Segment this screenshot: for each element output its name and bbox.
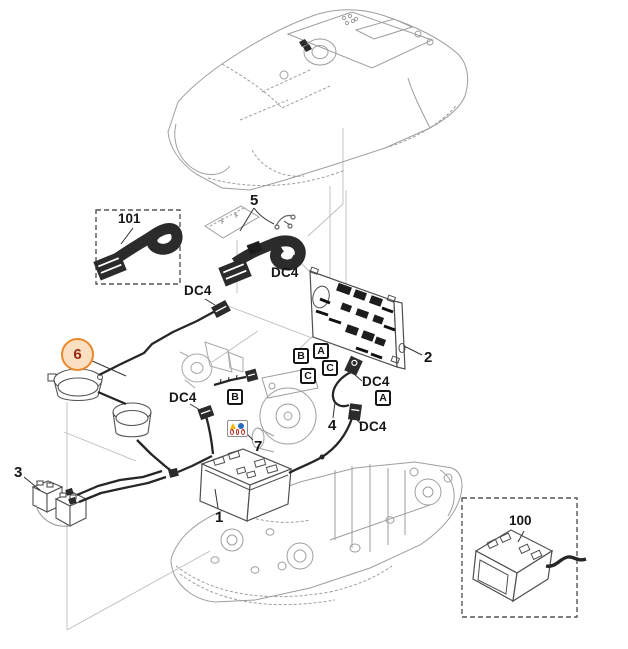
prohibition-icon — [230, 428, 234, 435]
position-box-a1: A — [313, 343, 329, 359]
battery-drawing — [199, 448, 293, 522]
part-label-7: 7 — [254, 438, 263, 455]
position-box-c1: C — [322, 360, 338, 376]
mainboard-drawing — [309, 266, 406, 370]
connector-label-dc4-hood: DC4 — [271, 265, 299, 280]
position-box-a2: A — [375, 390, 391, 406]
part-label-5: 5 — [250, 192, 259, 209]
part-label-101: 101 — [118, 211, 141, 226]
ribbon-cable-101 — [93, 223, 183, 281]
connector-label-dc4-left: DC4 — [169, 390, 197, 405]
sensor-left-drawing — [47, 368, 104, 402]
part-label-6: 6 — [73, 346, 82, 363]
prohibition-icon — [235, 428, 240, 435]
dashed-box-100 — [461, 497, 578, 618]
connector-label-dc4-top: DC4 — [184, 283, 212, 298]
cable-4-connectors — [344, 355, 363, 421]
prohibition-icon — [241, 428, 246, 435]
wiring-harness — [76, 307, 354, 504]
harness-connectors — [65, 299, 325, 505]
mowing-motor-drawing — [251, 367, 319, 453]
connector-label-dc4-bottom: DC4 — [359, 419, 387, 434]
part-label-4: 4 — [328, 417, 337, 434]
leader-lines — [23, 207, 525, 543]
connector-label-dc4-right: DC4 — [362, 374, 390, 389]
cable-clip-5 — [274, 214, 296, 230]
position-box-c2: C — [300, 368, 316, 384]
position-box-b1: B — [293, 348, 309, 364]
warning-triangle-icon — [230, 422, 236, 429]
drive-motor-drawing — [179, 341, 244, 389]
part-callout-6: 6 — [61, 338, 94, 371]
part-label-3: 3 — [14, 464, 23, 481]
mower-body-top-drawing — [167, 9, 469, 191]
position-box-b2: B — [227, 389, 243, 405]
ribbon-cable-5 — [218, 235, 306, 287]
dashed-box-101 — [95, 209, 181, 285]
power-supply-drawing — [472, 529, 587, 603]
part-label-1: 1 — [215, 509, 224, 526]
charging-contact-drawing — [31, 480, 88, 527]
part-label-2: 2 — [424, 349, 433, 366]
read-manual-icon — [238, 422, 244, 429]
sensor-right-drawing — [112, 402, 152, 438]
safety-sticker — [227, 420, 248, 437]
mounting-plate-5 — [204, 205, 260, 239]
part-label-100: 100 — [509, 513, 532, 528]
